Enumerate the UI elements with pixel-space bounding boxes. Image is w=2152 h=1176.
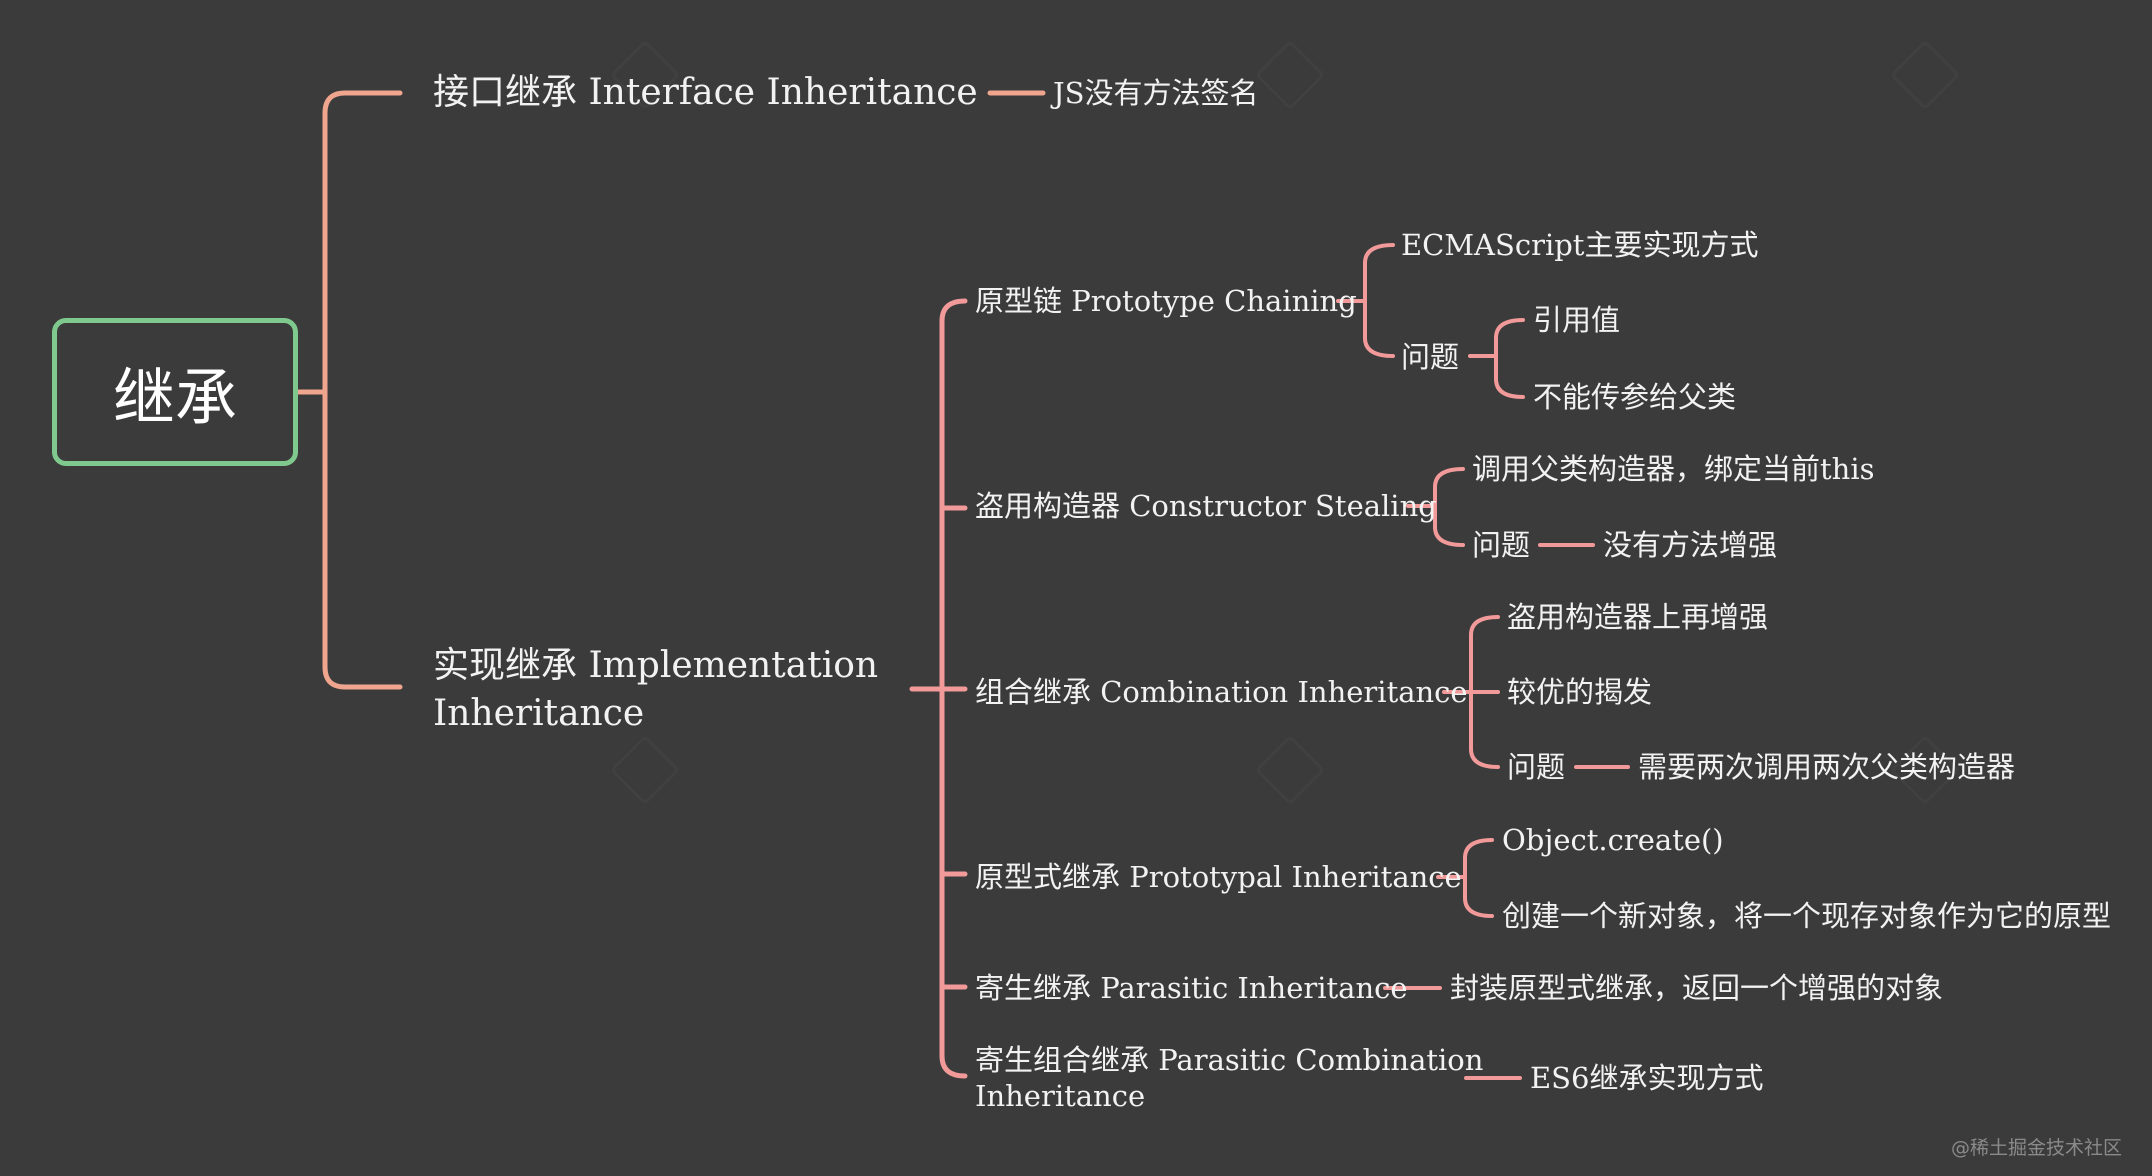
prototype-chaining-node[interactable]: 原型链 Prototype Chaining (975, 284, 1357, 318)
parasitic-combination-node[interactable]: 寄生组合继承 Parasitic Combination Inheritance (975, 1042, 1483, 1114)
parasitic-inheritance-node[interactable]: 寄生继承 Parasitic Inheritance (975, 971, 1408, 1005)
implementation-label-line1: 实现继承 Implementation (433, 645, 879, 686)
root-node[interactable]: 继承 (52, 318, 298, 466)
constructor-stealing-problem-child-node[interactable]: 没有方法增强 (1603, 528, 1778, 562)
constructor-stealing-problem-node[interactable]: 问题 (1472, 528, 1531, 562)
prototype-chaining-problem-child-node[interactable]: 不能传参给父类 (1533, 380, 1737, 414)
combination-inheritance-node[interactable]: 组合继承 Combination Inheritance (975, 675, 1468, 709)
implementation-connectors (909, 298, 968, 1079)
interface-child-node[interactable]: JS没有方法签名 (1053, 76, 1259, 110)
parasitic-combination-label-line1: 寄生组合继承 Parasitic Combination (975, 1043, 1484, 1077)
constructor-stealing-child-node[interactable]: 调用父类构造器，绑定当前this (1472, 452, 1875, 486)
credit-text: @稀土掘金技术社区 (1950, 1137, 2122, 1159)
prototype-chaining-problem-child-node[interactable]: 引用值 (1533, 303, 1621, 337)
parasitic-combination-child-node[interactable]: ES6继承实现方式 (1530, 1061, 1764, 1095)
interface-inheritance-node[interactable]: 接口继承 Interface Inheritance (433, 72, 978, 113)
detail-connectors (1336, 243, 1630, 1080)
root-label: 继承 (112, 361, 237, 434)
combination-child-node[interactable]: 盗用构造器上再增强 (1507, 600, 1769, 634)
prototypal-child-node[interactable]: Object.create() (1502, 823, 1724, 857)
constructor-stealing-node[interactable]: 盗用构造器 Constructor Stealing (975, 489, 1437, 523)
prototypal-child-node[interactable]: 创建一个新对象，将一个现存对象作为它的原型 (1502, 899, 2112, 933)
implementation-inheritance-node[interactable]: 实现继承 Implementation Inheritance (433, 642, 878, 738)
prototypal-inheritance-node[interactable]: 原型式继承 Prototypal Inheritance (975, 860, 1462, 894)
parasitic-child-node[interactable]: 封装原型式继承，返回一个增强的对象 (1450, 971, 1944, 1005)
combination-problem-child-node[interactable]: 需要两次调用两次父类构造器 (1638, 750, 2016, 784)
parasitic-combination-label-line2: Inheritance (975, 1079, 1146, 1113)
implementation-label-line2: Inheritance (433, 693, 645, 734)
prototype-chaining-child-node[interactable]: ECMAScript主要实现方式 (1401, 228, 1759, 262)
root-connectors (295, 90, 403, 690)
combination-child-node[interactable]: 较优的揭发 (1507, 675, 1653, 709)
prototype-chaining-problem-node[interactable]: 问题 (1401, 340, 1460, 374)
combination-problem-node[interactable]: 问题 (1507, 750, 1566, 784)
